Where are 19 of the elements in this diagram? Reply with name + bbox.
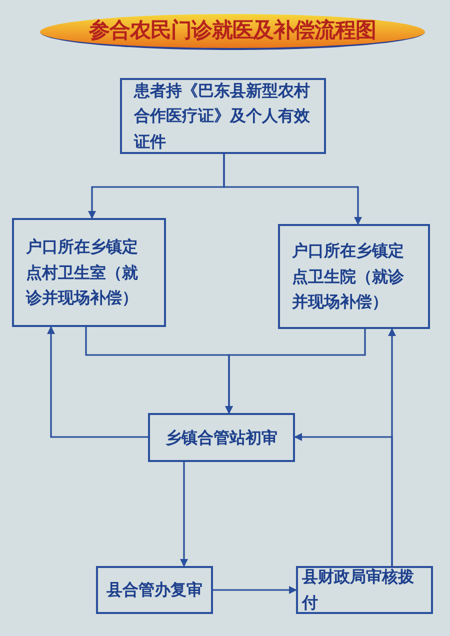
process-box (120, 78, 326, 154)
box-text: 县合管办复审 (106, 579, 202, 602)
box-text: 乡镇合管站初审 (166, 426, 278, 449)
box-text: 户口所在乡镇定点卫生院（就诊并现场补偿） (292, 240, 405, 314)
process-box (296, 566, 433, 614)
arrow (223, 154, 362, 225)
arrow (47, 326, 148, 438)
arrow (180, 462, 188, 567)
arrow (388, 328, 396, 566)
process-box (148, 413, 295, 462)
box-text: 县财政局审核拨付 (302, 566, 415, 614)
process-box (278, 224, 430, 329)
arrow (225, 329, 366, 414)
arrow (213, 586, 297, 594)
process-box (12, 218, 166, 327)
title: 参合农民门诊就医及补偿流程图 (89, 17, 376, 44)
box-text: 患者持《巴东县新型农村合作医疗证》及个人有效证件 (134, 80, 311, 153)
box-text: 户口所在乡镇定点村卫生室（就诊并现场补偿） (26, 236, 139, 310)
process-box (96, 566, 213, 614)
